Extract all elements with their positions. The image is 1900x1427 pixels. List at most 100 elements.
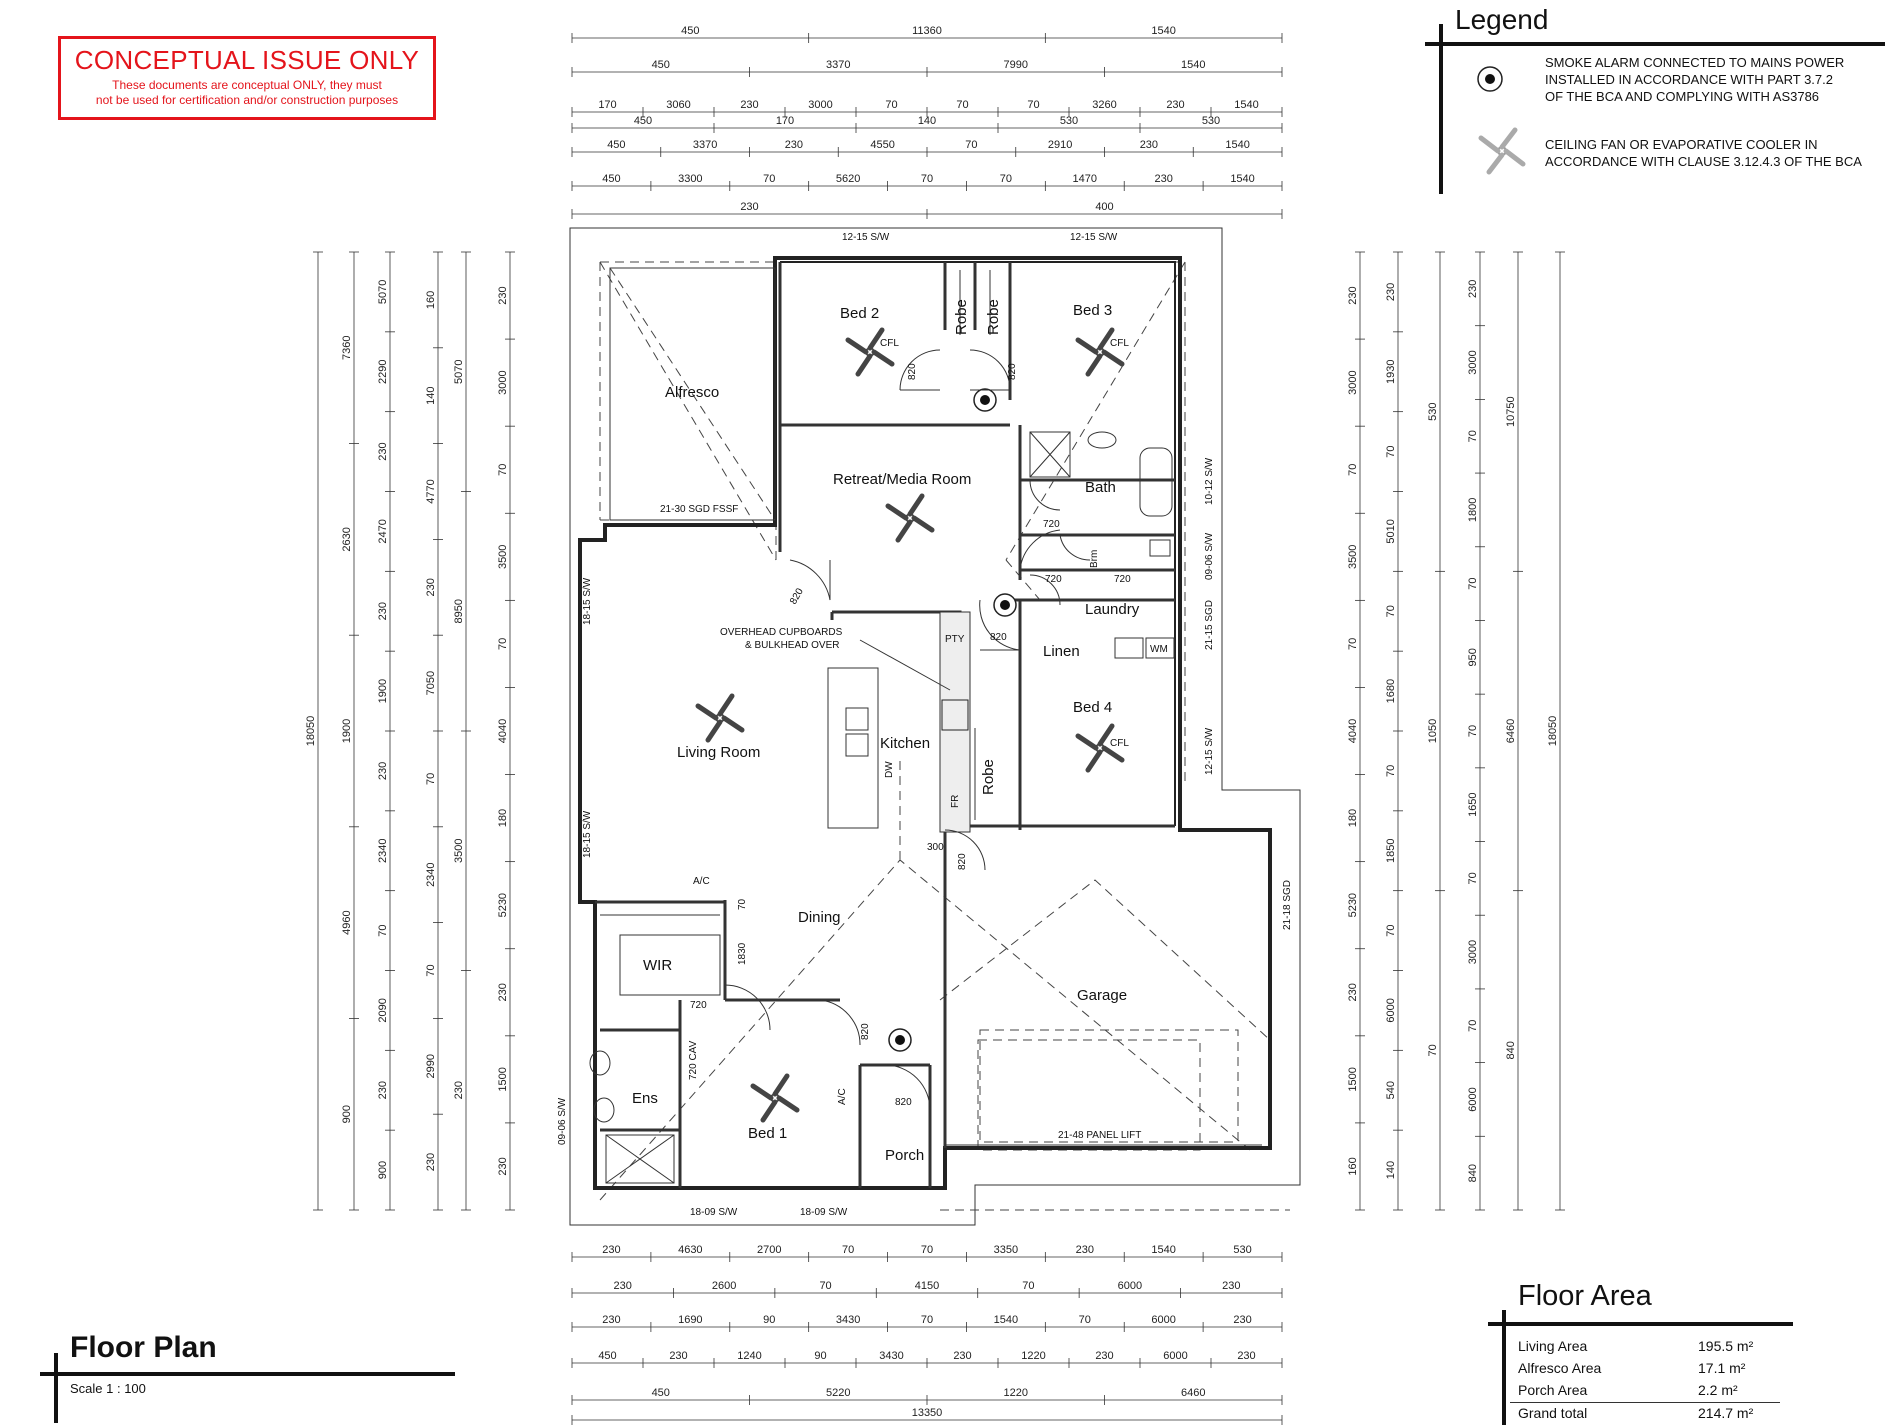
dimension-label: 5070 xyxy=(377,280,389,304)
room-laundry: Laundry xyxy=(1085,601,1140,618)
dimension-label: 840 xyxy=(1505,1041,1517,1059)
dimension-label: 6460 xyxy=(1181,1387,1205,1399)
dimension-label: 1690 xyxy=(678,1314,702,1326)
dimension-label: 230 xyxy=(497,983,509,1001)
dimension-label: 70 xyxy=(819,1280,831,1292)
dimension-label: 11360 xyxy=(912,25,942,37)
dimension-label: 6000 xyxy=(1163,1350,1187,1362)
dimension-label: 3260 xyxy=(1092,99,1116,111)
annotations: OVERHEAD CUPBOARDS & BULKHEAD OVER 21-30… xyxy=(557,232,1293,1218)
room-wir: WIR xyxy=(643,957,672,974)
window-bed1-b: 18-09 S/W xyxy=(800,1207,848,1218)
dimension-label: 900 xyxy=(341,1105,353,1123)
dimension-label: 70 xyxy=(763,173,775,185)
dimension-label: 230 xyxy=(377,762,389,780)
dimension-label: 13350 xyxy=(912,1407,943,1419)
door-width-label: 820 xyxy=(895,1097,912,1108)
dimension-label: 2470 xyxy=(377,519,389,543)
ceiling-fan-icon xyxy=(1075,327,1125,377)
dimension-label: 70 xyxy=(377,924,389,936)
floor-area-title: Floor Area xyxy=(1518,1280,1652,1312)
window-bed2: 12-15 S/W xyxy=(842,232,890,243)
floor-area-row: Living Area 195.5 m² xyxy=(1518,1338,1754,1354)
dimension-label: 1470 xyxy=(1073,173,1097,185)
dimension-label: 70 xyxy=(497,464,509,476)
dimension-label: 5070 xyxy=(453,360,465,384)
window-living-1: 18-15 S/W xyxy=(582,577,593,625)
dimension-label: 230 xyxy=(1095,1350,1113,1362)
dimension-label: 230 xyxy=(425,578,437,596)
dimension-label: 530 xyxy=(1233,1244,1251,1256)
dimension-label: 1240 xyxy=(737,1350,761,1362)
ceiling-fan-icon xyxy=(1475,124,1529,183)
dimension-label: 6000 xyxy=(1467,1087,1479,1111)
dimension-label: 5230 xyxy=(1347,893,1359,917)
roof-outline xyxy=(569,227,1301,1226)
aircon-label-side: A/C xyxy=(837,1088,848,1105)
legend-title: Legend xyxy=(1455,4,1549,35)
alfresco-hatch xyxy=(609,267,776,521)
window-wc: 09-06 S/W xyxy=(1204,532,1215,580)
room-ensuite: Ens xyxy=(632,1090,658,1107)
dimension-label: 70 xyxy=(1467,577,1479,589)
dimension-label: 230 xyxy=(740,99,758,111)
cfl-label-bed4: CFL xyxy=(1110,738,1129,749)
dimension-label: 70 xyxy=(1427,1044,1439,1056)
legend-ceiling-fan-text: CEILING FAN OR EVAPORATIVE COOLER IN ACC… xyxy=(1545,137,1862,169)
dimension-label: 540 xyxy=(1385,1081,1397,1099)
ceiling-fans xyxy=(695,327,1125,1123)
dimension-label: 230 xyxy=(377,602,389,620)
dimension-label: 230 xyxy=(1140,139,1158,151)
dimension-label: 1540 xyxy=(1234,99,1258,111)
dimension-label: 4770 xyxy=(425,479,437,503)
dimension-label: 530 xyxy=(1202,115,1220,127)
door-width-label: 820 xyxy=(990,632,1007,643)
drawing-title: Floor Plan xyxy=(70,1331,217,1364)
dimension-label: 3370 xyxy=(693,139,717,151)
dimension-label: 450 xyxy=(607,139,625,151)
dimension-label: 1540 xyxy=(1225,139,1249,151)
dimension-label: 3000 xyxy=(1467,940,1479,964)
dimension-label: 230 xyxy=(1076,1244,1094,1256)
dimension-label: 70 xyxy=(885,99,897,111)
door-swings xyxy=(724,349,1091,1111)
floor-area-table: Floor Area Living Area 195.5 m² Alfresco… xyxy=(1488,1280,1798,1425)
dimension-label: 5230 xyxy=(497,893,509,917)
dimension-label: 3350 xyxy=(994,1244,1018,1256)
dimension-label: 70 xyxy=(1022,1280,1034,1292)
room-retreat: Retreat/Media Room xyxy=(833,471,971,488)
dimension-label: 5010 xyxy=(1385,519,1397,543)
floor-area-row: Alfresco Area 17.1 m² xyxy=(1518,1360,1746,1376)
door-width-label: 820 xyxy=(1007,363,1018,380)
dimension-label: 160 xyxy=(425,291,437,309)
dimension-label: 70 xyxy=(1027,99,1039,111)
dimension-label: 70 xyxy=(921,1244,933,1256)
room-dining: Dining xyxy=(798,909,841,926)
dimension-label: 230 xyxy=(602,1244,620,1256)
stamp-line-1: These documents are conceptual ONLY, the… xyxy=(112,78,382,92)
conceptual-issue-stamp: CONCEPTUAL ISSUE ONLY These documents ar… xyxy=(58,36,436,120)
floor-area-rule-vertical xyxy=(1502,1310,1506,1425)
dimension-label: 450 xyxy=(652,59,670,71)
room-robe-a: Robe xyxy=(953,299,970,335)
dimension-label: 450 xyxy=(652,1387,670,1399)
room-porch: Porch xyxy=(885,1147,924,1164)
dimension-label: 3300 xyxy=(678,173,702,185)
drawing-scale: Scale 1 : 100 xyxy=(70,1381,146,1396)
dimension-label: 140 xyxy=(425,387,437,405)
dimension-label: 1800 xyxy=(1467,498,1479,522)
dimension-label: 2290 xyxy=(377,360,389,384)
dimension-label: 230 xyxy=(1154,173,1172,185)
dimension-label: 18050 xyxy=(1547,716,1559,747)
dimension-label: 450 xyxy=(681,25,699,37)
dimension-label: 1500 xyxy=(1347,1067,1359,1091)
smoke-alarms xyxy=(888,388,1017,1052)
door-width-label: 720 xyxy=(1043,519,1060,530)
floor-area-total-row: Grand total 214.7 m² xyxy=(1518,1405,1754,1421)
dimension-label: 1500 xyxy=(497,1067,509,1091)
dimension-label: 5620 xyxy=(836,173,860,185)
dimension-label: 3430 xyxy=(879,1350,903,1362)
cfl-label-bed3: CFL xyxy=(1110,338,1129,349)
window-bed1-a: 18-09 S/W xyxy=(690,1207,738,1218)
dimension-label: 450 xyxy=(602,173,620,185)
